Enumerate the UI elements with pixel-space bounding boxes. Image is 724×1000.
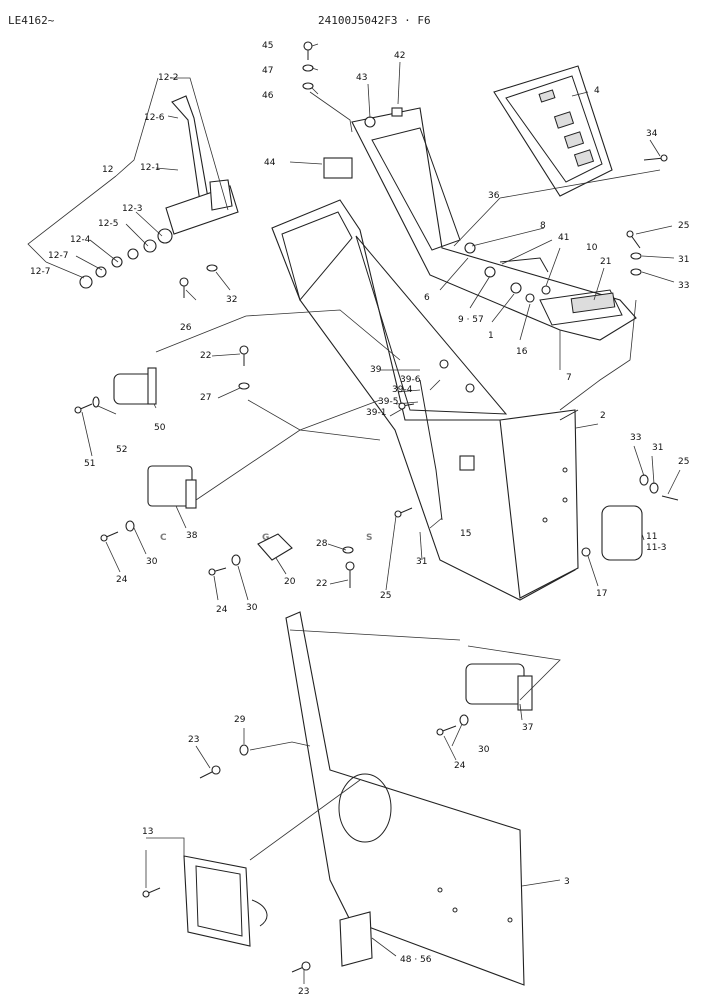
callout-15: 15 bbox=[460, 529, 471, 539]
callout-23-upper: 23 bbox=[188, 735, 199, 745]
watermark: C G S C bbox=[160, 533, 465, 543]
callout-33-right: 33 bbox=[630, 433, 641, 443]
callout-23-lower: 23 bbox=[298, 987, 309, 997]
callout-50: 50 bbox=[154, 423, 166, 433]
callout-51: 51 bbox=[84, 459, 95, 469]
callout-52: 52 bbox=[116, 445, 127, 455]
callout-4: 4 bbox=[594, 86, 600, 96]
figure-code-label: 24100J5042F3 · F6 bbox=[318, 14, 431, 27]
callout-24-left: 24 bbox=[116, 575, 128, 585]
callout-12-4: 12-4 bbox=[70, 235, 91, 245]
callout-39-6: 39-6 bbox=[400, 375, 421, 385]
callout-32: 32 bbox=[226, 295, 237, 305]
buzzer-50 bbox=[113, 367, 157, 405]
callout-38: 38 bbox=[186, 531, 198, 541]
callout-3: 3 bbox=[564, 877, 570, 887]
callout-11: 11 bbox=[646, 532, 657, 542]
side-panel bbox=[285, 611, 525, 986]
callout-47: 47 bbox=[262, 66, 273, 76]
callout-42: 42 bbox=[394, 51, 405, 61]
callouts: 45 47 46 43 42 4 34 44 36 8 41 10 25 31 … bbox=[30, 41, 689, 997]
callout-6: 6 bbox=[424, 293, 430, 303]
console-body bbox=[271, 199, 579, 601]
callout-24-right: 24 bbox=[454, 761, 466, 771]
callout-36: 36 bbox=[488, 191, 500, 201]
callout-39-5: 39-5 bbox=[378, 397, 398, 407]
callout-48-56: 48 · 56 bbox=[400, 955, 432, 965]
callout-22-lower: 22 bbox=[316, 579, 327, 589]
callout-21: 21 bbox=[600, 257, 611, 267]
callout-20: 20 bbox=[284, 577, 296, 587]
callout-7: 7 bbox=[566, 373, 572, 383]
callout-39: 39 bbox=[370, 365, 382, 375]
callout-30-right: 30 bbox=[478, 745, 490, 755]
callout-2: 2 bbox=[600, 411, 606, 421]
callout-12-2: 12-2 bbox=[158, 73, 178, 83]
callout-29: 29 bbox=[234, 715, 246, 725]
callout-13: 13 bbox=[142, 827, 153, 837]
callout-12: 12 bbox=[102, 165, 113, 175]
callout-9-57: 9 · 57 bbox=[458, 315, 484, 325]
callout-34: 34 bbox=[646, 129, 658, 139]
callout-24-mid: 24 bbox=[216, 605, 228, 615]
callout-46: 46 bbox=[262, 91, 274, 101]
callout-8: 8 bbox=[540, 221, 546, 231]
callout-16: 16 bbox=[516, 347, 528, 357]
callout-25-right: 25 bbox=[678, 457, 689, 467]
callout-25-top: 25 bbox=[678, 221, 689, 231]
callout-12-5: 12-5 bbox=[98, 219, 118, 229]
callout-12-7-b: 12-7 bbox=[30, 267, 50, 277]
leader-lines bbox=[27, 43, 681, 984]
callout-12-3: 12-3 bbox=[122, 204, 142, 214]
callout-43: 43 bbox=[356, 73, 367, 83]
callout-33-top: 33 bbox=[678, 281, 689, 291]
callout-26: 26 bbox=[180, 323, 192, 333]
callout-25-mid: 25 bbox=[380, 591, 391, 601]
callout-41: 41 bbox=[558, 233, 569, 243]
instrument-panel bbox=[493, 65, 613, 197]
callout-10: 10 bbox=[586, 243, 598, 253]
callout-12-6: 12-6 bbox=[144, 113, 165, 123]
callout-1: 1 bbox=[488, 331, 494, 341]
callout-30-mid: 30 bbox=[246, 603, 258, 613]
callout-11-3: 11-3 bbox=[646, 543, 666, 553]
fasteners bbox=[74, 41, 679, 973]
callout-39-4: 39-4 bbox=[392, 385, 413, 395]
watermark-letter-g: G bbox=[262, 533, 269, 543]
catalog-code-label: LE4162~ bbox=[8, 14, 55, 27]
callout-39-1: 39-1 bbox=[366, 408, 386, 418]
callout-44: 44 bbox=[264, 158, 276, 168]
callout-27: 27 bbox=[200, 393, 211, 403]
callout-30-left: 30 bbox=[146, 557, 158, 567]
switch-20 bbox=[257, 533, 293, 561]
relay-box-37 bbox=[465, 663, 533, 711]
callout-12-1: 12-1 bbox=[140, 163, 160, 173]
callout-31-top: 31 bbox=[678, 255, 689, 265]
callout-37: 37 bbox=[522, 723, 533, 733]
callout-28: 28 bbox=[316, 539, 328, 549]
lamp-cover-11 bbox=[601, 505, 643, 561]
callout-45: 45 bbox=[262, 41, 273, 51]
bracket-48-56 bbox=[339, 911, 373, 967]
callout-17: 17 bbox=[596, 589, 607, 599]
callout-31-right: 31 bbox=[652, 443, 663, 453]
gear-lever-assembly bbox=[79, 95, 239, 289]
callout-31-mid: 31 bbox=[416, 557, 427, 567]
relay-box-38 bbox=[147, 465, 197, 509]
speaker-13 bbox=[183, 855, 268, 947]
watermark-letter-c1: C bbox=[160, 533, 167, 543]
watermark-letter-s: S bbox=[366, 533, 372, 543]
callout-12-7-a: 12-7 bbox=[48, 251, 68, 261]
callout-22-upper: 22 bbox=[200, 351, 211, 361]
